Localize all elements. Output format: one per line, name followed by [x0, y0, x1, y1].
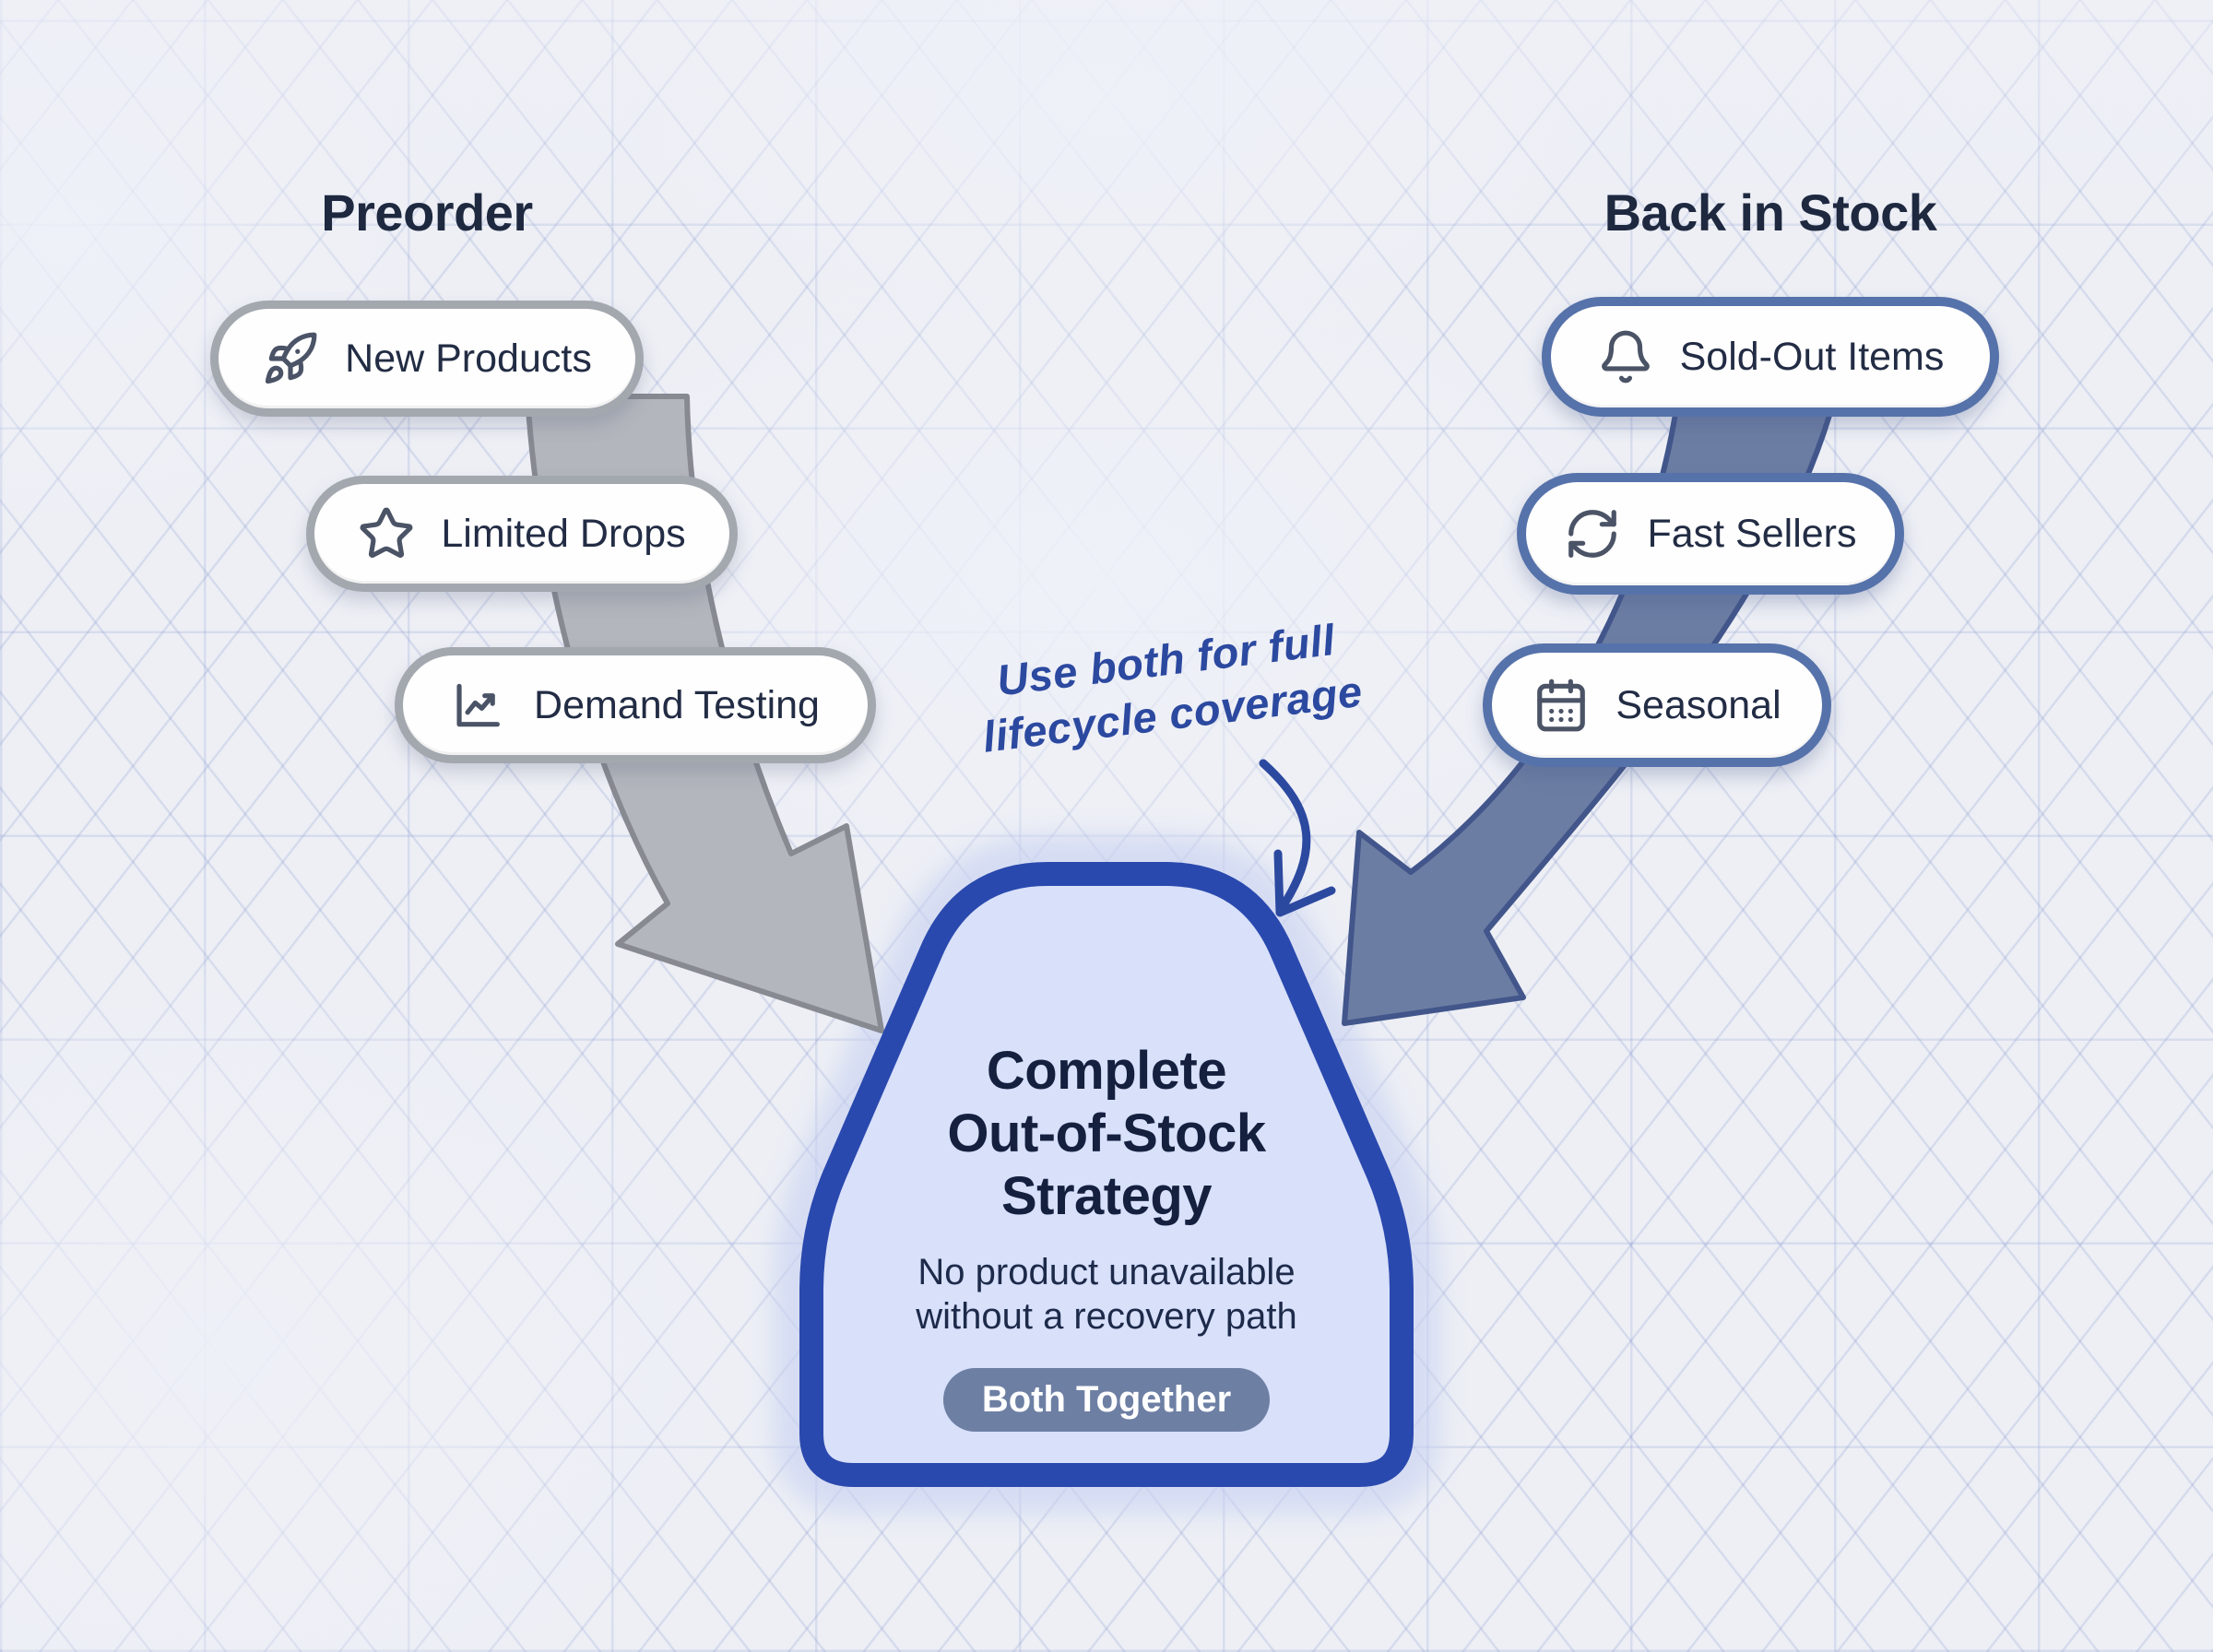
preorder-heading: Preorder: [321, 183, 533, 242]
pill-limited-drops: Limited Drops: [306, 476, 738, 592]
pill-label: Demand Testing: [534, 682, 820, 727]
center-title: Complete Out-of-Stock Strategy: [830, 1040, 1383, 1228]
center-node: Complete Out-of-Stock Strategy No produc…: [830, 1040, 1383, 1432]
center-subtitle: No product unavailable without a recover…: [830, 1250, 1383, 1339]
both-together-badge: Both Together: [942, 1367, 1271, 1432]
star-icon: [360, 507, 413, 558]
pill-label: Limited Drops: [441, 511, 686, 556]
pill-new-products: New Products: [210, 301, 644, 417]
calendar-icon: [1537, 678, 1586, 732]
center-title-line: Strategy: [1000, 1165, 1213, 1226]
pill-demand-testing: Demand Testing: [395, 647, 876, 763]
pill-label: Fast Sellers: [1647, 511, 1857, 556]
pill-label: New Products: [345, 336, 592, 381]
shield-shape: [799, 862, 1414, 1487]
center-title-line: Out-of-Stock: [947, 1103, 1266, 1163]
pill-seasonal: Seasonal: [1483, 643, 1831, 767]
annotation-arrowhead: [1273, 849, 1336, 917]
pill-label: Seasonal: [1615, 682, 1781, 727]
refresh-icon: [1568, 510, 1617, 558]
annotation-arrow: [1259, 759, 1311, 915]
bell-icon: [1601, 330, 1650, 384]
center-subtitle-line: without a recovery path: [916, 1295, 1297, 1337]
back-in-stock-heading: Back in Stock: [1604, 183, 1937, 242]
center-title-line: Complete: [986, 1041, 1227, 1101]
center-subtitle-line: No product unavailable: [917, 1251, 1296, 1292]
trend-chart-icon: [456, 683, 500, 727]
pill-fast-sellers: Fast Sellers: [1517, 473, 1904, 595]
pill-label: Sold-Out Items: [1679, 334, 1945, 379]
pill-sold-out-items: Sold-Out Items: [1542, 297, 1999, 417]
rocket-icon: [266, 332, 317, 384]
